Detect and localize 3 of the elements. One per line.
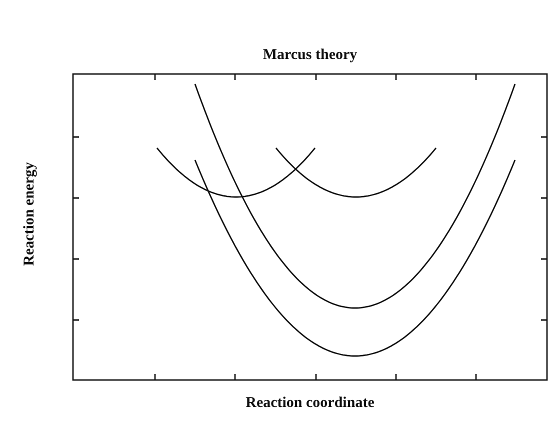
y-axis-label: Reaction energy [22, 162, 38, 266]
chart-title: Marcus theory [262, 47, 358, 64]
x-axis-label: Reaction coordinate [244, 395, 376, 412]
